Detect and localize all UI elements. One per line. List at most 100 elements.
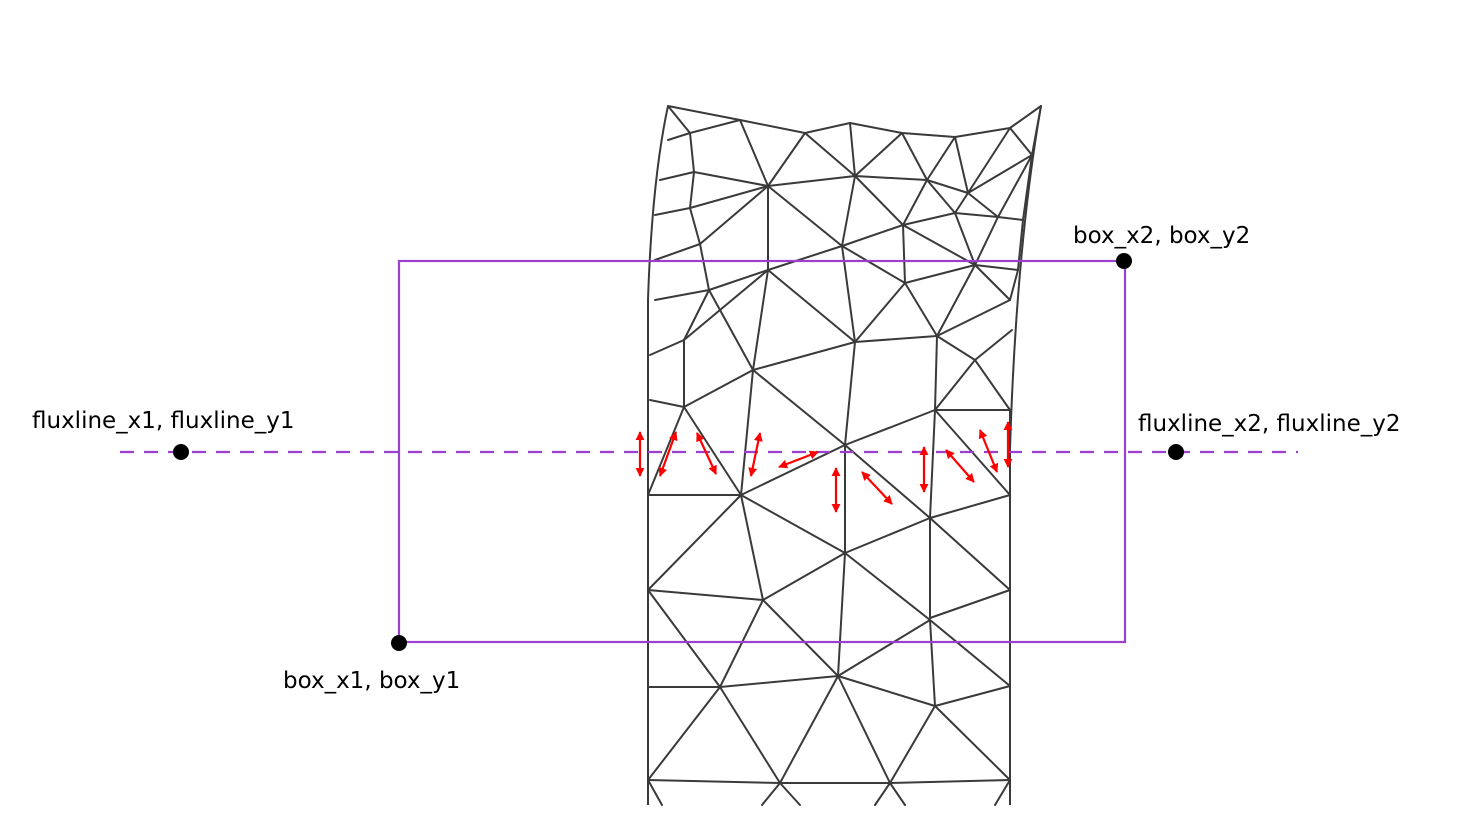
fluxline-point-2 xyxy=(1168,444,1184,460)
mesh-edge xyxy=(889,779,1011,784)
flux-arrow xyxy=(861,471,893,505)
mesh-edge xyxy=(997,154,1033,218)
mesh-edge xyxy=(889,705,936,784)
mesh-edge xyxy=(699,185,769,245)
mesh-edge xyxy=(1009,269,1019,301)
mesh-edge xyxy=(874,782,891,806)
mesh-edge xyxy=(954,136,969,194)
mesh-edge xyxy=(974,264,1011,301)
mesh-edge xyxy=(967,192,999,218)
mesh-edge xyxy=(767,245,843,271)
flux-arrow xyxy=(778,450,819,469)
mesh-edge xyxy=(779,782,801,806)
mesh-edge xyxy=(934,335,938,411)
mesh-edge xyxy=(740,369,754,496)
mesh-edge xyxy=(954,212,976,266)
flux-arrow xyxy=(696,432,717,475)
mesh-edge xyxy=(929,494,1011,519)
mesh-edge xyxy=(854,132,903,177)
mesh-edge xyxy=(740,494,846,554)
mesh-edge xyxy=(844,552,931,621)
mesh-edge xyxy=(767,185,843,247)
mesh-edge xyxy=(841,175,856,247)
mesh-edge xyxy=(934,685,1011,707)
mesh-edge xyxy=(849,122,856,177)
mesh-edge xyxy=(647,779,781,784)
mesh-edge xyxy=(904,264,976,284)
mesh-edge xyxy=(667,132,691,141)
mesh-edge xyxy=(708,289,754,371)
mesh-edge xyxy=(804,132,856,177)
mesh-edge xyxy=(926,179,956,214)
mesh-edge xyxy=(841,245,906,284)
mesh-edge xyxy=(683,289,710,341)
mesh-edge xyxy=(936,299,1011,337)
mesh-edge xyxy=(974,264,1019,271)
mesh-edge xyxy=(647,686,721,781)
mesh-edge xyxy=(936,264,976,337)
mesh-edge xyxy=(849,122,903,134)
mesh-edge xyxy=(954,127,1011,138)
mesh-edge xyxy=(689,207,701,245)
mesh-edge xyxy=(974,329,1013,361)
mesh-edge xyxy=(901,132,928,181)
mesh-edge xyxy=(844,444,931,519)
mesh-edge xyxy=(689,119,741,134)
box-point-2 xyxy=(1116,253,1132,269)
mesh-edge xyxy=(708,269,769,291)
mesh-edge xyxy=(902,179,928,226)
mesh-edge xyxy=(719,675,839,688)
mesh-edge xyxy=(936,335,976,361)
mesh-edge xyxy=(974,216,999,266)
mesh-edge xyxy=(854,335,938,343)
mesh-edge xyxy=(647,494,742,591)
mesh-edge xyxy=(929,517,1011,591)
mesh-edge xyxy=(689,171,695,209)
box-rectangle xyxy=(397,259,1127,644)
mesh-edge xyxy=(667,105,691,134)
mesh-edge xyxy=(974,359,1011,411)
box-point-1-label: box_x1, box_y1 xyxy=(283,668,460,694)
fluxline-point-2-label: fluxline_x2, fluxline_y2 xyxy=(1138,411,1400,437)
mesh-edge xyxy=(837,552,846,677)
mesh-edge xyxy=(654,243,701,261)
mesh-edge xyxy=(929,619,936,707)
mesh-edge xyxy=(837,675,936,707)
mesh-edge xyxy=(1031,105,1042,156)
mesh-edge xyxy=(994,779,1011,806)
mesh-edge xyxy=(752,341,856,371)
mesh-edge xyxy=(929,589,1011,619)
mesh-edge xyxy=(902,224,976,266)
mesh-edge xyxy=(740,444,846,496)
mesh-edge xyxy=(654,207,691,216)
mesh-edge xyxy=(844,409,936,446)
mesh-edge xyxy=(844,517,931,554)
mesh-left-boundary xyxy=(647,105,669,805)
mesh-edge xyxy=(762,599,839,677)
mesh-edge xyxy=(904,282,938,337)
mesh-edge xyxy=(1009,127,1033,156)
mesh-edge xyxy=(647,589,721,688)
mesh-edge xyxy=(997,216,1024,221)
mesh-edge xyxy=(854,175,928,181)
mesh-edge xyxy=(767,132,806,187)
mesh-edge xyxy=(841,224,904,247)
mesh-edge xyxy=(844,341,856,446)
mesh-edge xyxy=(929,619,1011,687)
mesh-edge xyxy=(739,119,806,134)
mesh-edge xyxy=(902,212,956,226)
mesh-edge xyxy=(837,675,891,784)
mesh-edge xyxy=(854,175,904,226)
fluxline-point-1-label: fluxline_x1, fluxline_y1 xyxy=(32,408,294,434)
flux-arrow xyxy=(658,431,678,477)
mesh-edge xyxy=(654,289,710,301)
mesh-edge xyxy=(693,171,769,187)
fluxline-point-1 xyxy=(173,444,189,460)
box-point-1 xyxy=(391,635,407,651)
mesh-edge xyxy=(689,132,695,173)
mesh-edge xyxy=(954,192,969,214)
mesh-edge xyxy=(967,127,1011,194)
mesh-edge xyxy=(767,269,856,343)
flux-arrow xyxy=(748,432,763,477)
